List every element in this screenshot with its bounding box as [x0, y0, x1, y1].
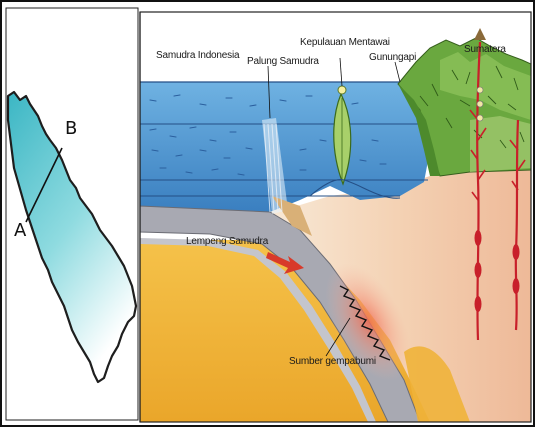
inset-label-a: A [14, 220, 26, 241]
label-sumatera: Sumatera [464, 44, 506, 55]
label-samudra-indonesia: Samudra Indonesia [156, 50, 239, 61]
label-lempeng-samudra: Lempeng Samudra [186, 236, 268, 247]
label-sumber-gempabumi: Sumber gempabumi [289, 356, 376, 367]
label-kepulauan-mentawai: Kepulauan Mentawai [300, 37, 390, 48]
inset-label-b: B [65, 118, 77, 139]
label-palung-samudra: Palung Samudra [247, 56, 319, 67]
label-gunungapi: Gunungapi [369, 52, 416, 63]
